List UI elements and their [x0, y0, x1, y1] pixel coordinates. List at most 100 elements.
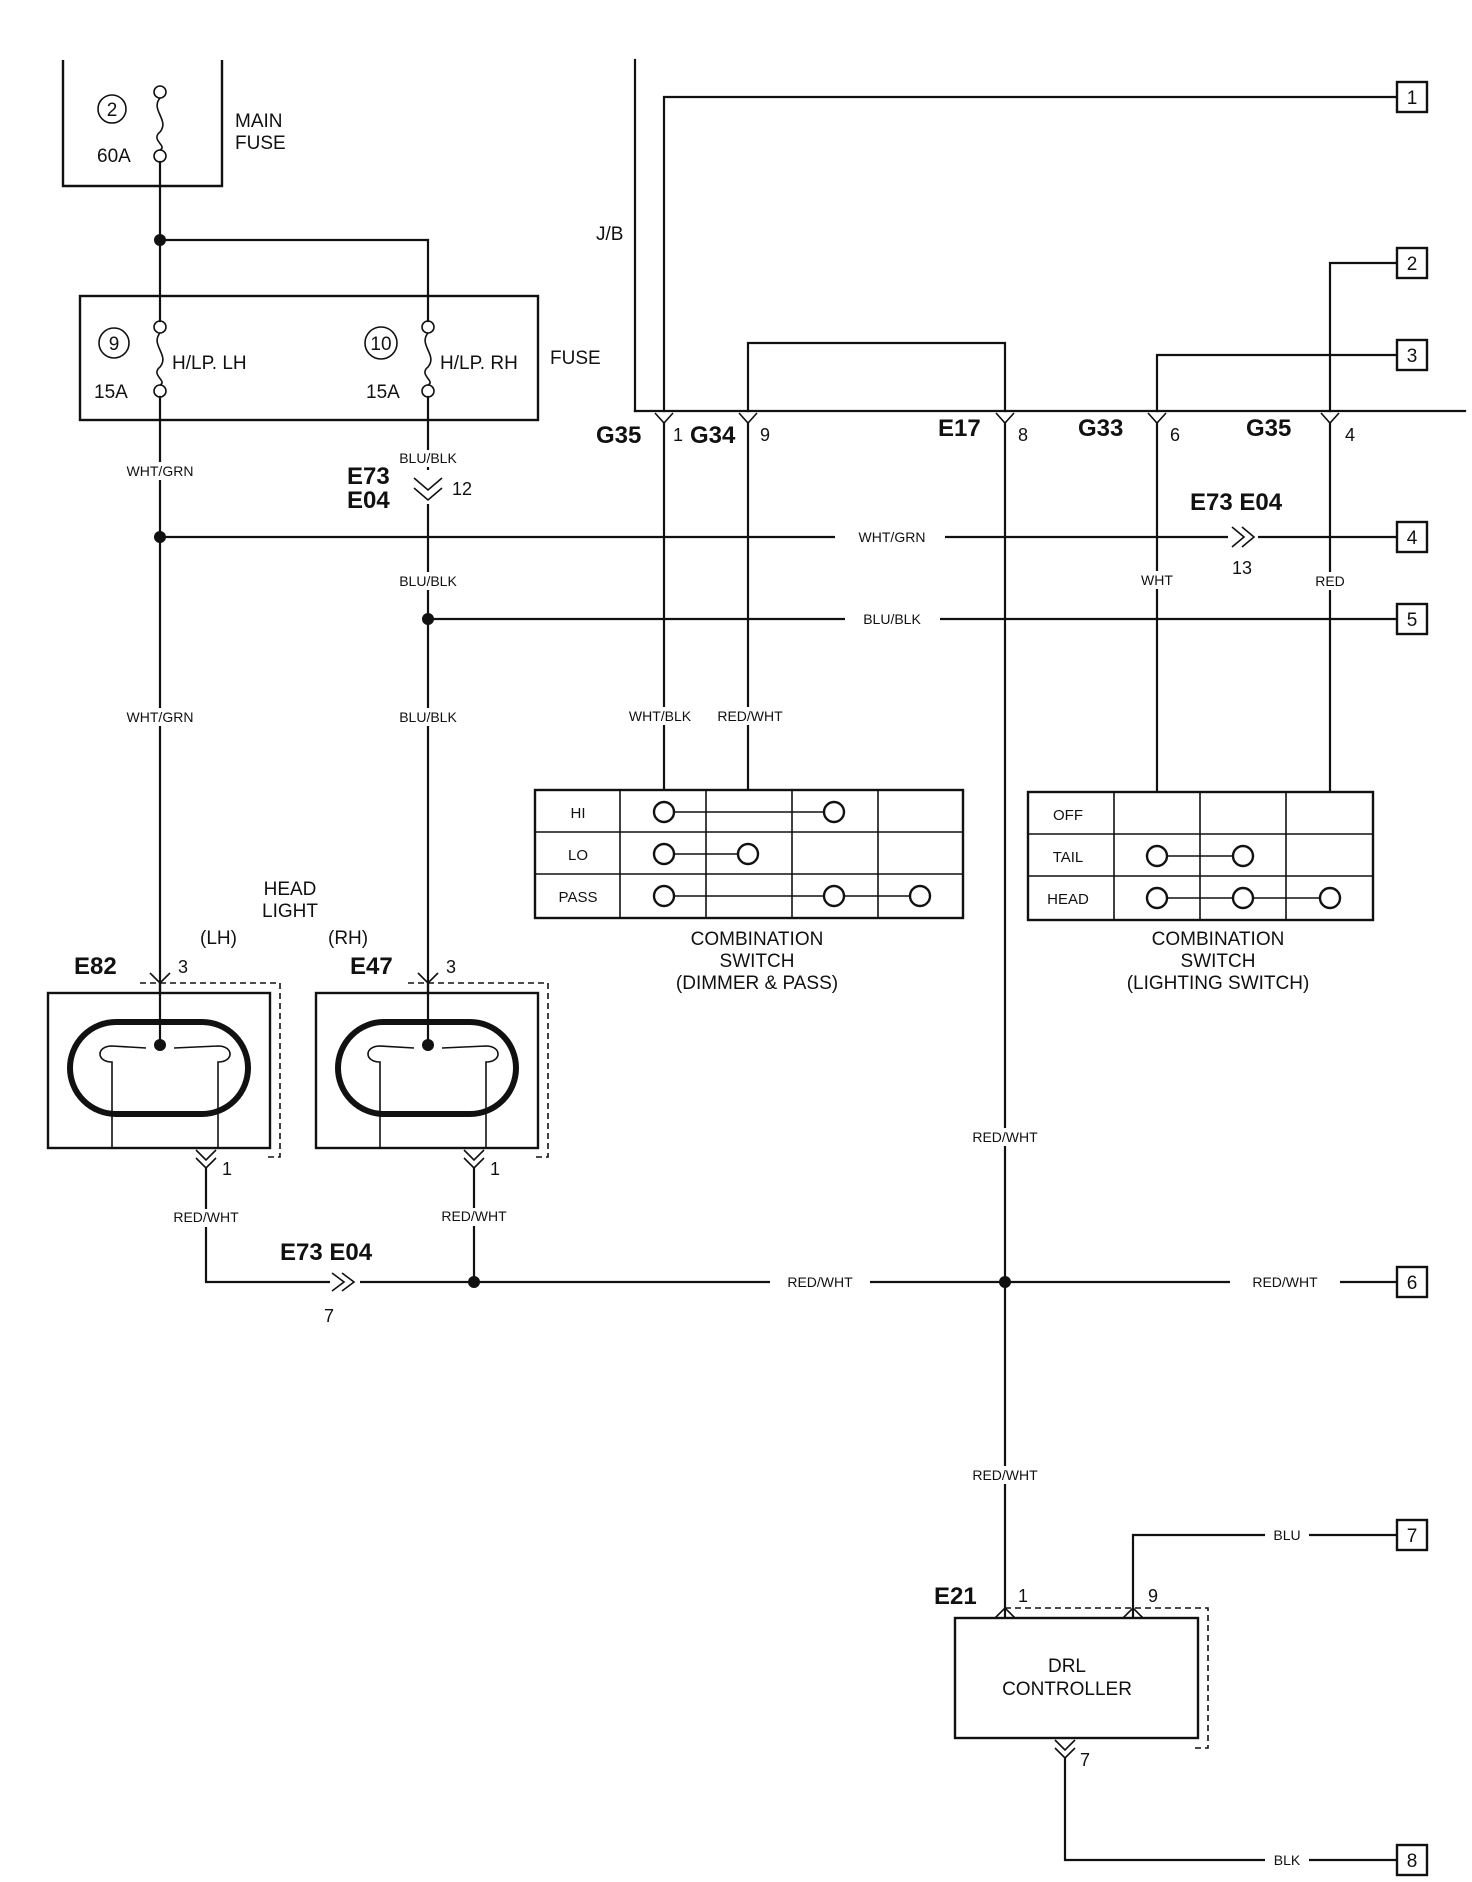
dimmer-pass-switch: HI LO PASS COMBINATION SWITCH (DIMMER & …	[533, 788, 965, 994]
head-light-label-2: LIGHT	[262, 901, 318, 922]
wire-label-wht-grn-3: WHT/GRN	[859, 529, 926, 545]
terminal-4: 4	[1395, 520, 1429, 554]
terminal-3: 3	[1395, 338, 1429, 372]
wire-label-blu-blk-3: BLU/BLK	[399, 709, 457, 725]
head-light-rh-pin-top: 3	[446, 957, 456, 977]
drl-controller: E21 1 9 DRL CONTROLLER 7	[934, 1583, 1209, 1770]
drl-pin-9: 9	[1148, 1586, 1158, 1606]
drl-pin-7: 7	[1080, 1750, 1090, 1770]
jb-connector-markers	[654, 412, 1340, 425]
terminal-5-label: 5	[1407, 610, 1418, 631]
junction-b-name: E73 E04	[1190, 489, 1283, 516]
jb-conn-4-pin: 6	[1170, 425, 1180, 445]
fuse-box-label: FUSE	[550, 348, 601, 369]
terminal-6: 6	[1395, 1265, 1429, 1299]
terminal-3-label: 3	[1407, 346, 1418, 367]
wire-label-wht-blk: WHT/BLK	[629, 708, 692, 724]
wire-label-red-wht-e17: RED/WHT	[972, 1129, 1038, 1145]
head-light-rh-side: (RH)	[328, 928, 368, 949]
main-fuse-rating: 60A	[97, 146, 131, 167]
wire-label-red-wht-lh: RED/WHT	[173, 1209, 239, 1225]
wire-label-wht: WHT	[1141, 572, 1173, 588]
head-light-lh-side: (LH)	[200, 928, 237, 949]
junction-c-name: E73 E04	[280, 1239, 373, 1266]
terminal-1: 1	[1395, 80, 1429, 114]
jb-label: J/B	[596, 224, 623, 245]
junction-a-name-1: E73	[347, 463, 390, 490]
fuse-10-rating: 15A	[366, 382, 400, 403]
wire-label-red-wht-drl: RED/WHT	[972, 1467, 1038, 1483]
main-fuse-label-1: MAIN	[235, 111, 283, 132]
lighting-row-off: OFF	[1053, 807, 1083, 824]
wire-label-wht-grn-2: WHT/GRN	[127, 709, 194, 725]
junction-a-name-2: E04	[347, 487, 390, 514]
terminal-8-label: 8	[1407, 1851, 1418, 1872]
junction-b-pin: 13	[1232, 558, 1252, 578]
terminal-1-label: 1	[1407, 88, 1418, 109]
terminal-8: 8	[1395, 1843, 1429, 1877]
main-fuse: 2 60A MAIN FUSE	[61, 60, 286, 188]
wire-label-blk: BLK	[1274, 1852, 1301, 1868]
connector-e73-e04-pin12	[413, 477, 443, 502]
lighting-switch: OFF TAIL HEAD COMBINATION SWITCH (LIGHTI…	[1026, 790, 1375, 994]
wire-label-blu-blk-1: BLU/BLK	[399, 450, 457, 466]
wire-label-blu-blk-2: BLU/BLK	[399, 573, 457, 589]
fuse-9-rating: 15A	[94, 382, 128, 403]
terminal-2: 2	[1395, 246, 1429, 280]
drl-connector: E21	[934, 1583, 977, 1610]
main-fuse-number: 2	[107, 100, 118, 121]
dimmer-row-pass: PASS	[559, 889, 598, 906]
jb-conn-1-pin: 1	[673, 425, 683, 445]
drl-label-2: CONTROLLER	[1002, 1679, 1132, 1700]
wire-label-red-wht-6: RED/WHT	[1252, 1274, 1318, 1290]
dimmer-title-1: COMBINATION	[691, 929, 824, 950]
head-light-lh-pin-top: 3	[178, 957, 188, 977]
wire-label-red-wht-bus: RED/WHT	[787, 1274, 853, 1290]
wire-label-wht-grn-1: WHT/GRN	[127, 463, 194, 479]
lighting-row-tail: TAIL	[1053, 849, 1084, 866]
jb-conn-5-name: G35	[1246, 415, 1291, 442]
terminal-7-label: 7	[1407, 1526, 1418, 1547]
fuse-10-number: 10	[370, 334, 391, 355]
head-light-lh: E82 3 1	[46, 953, 281, 1179]
lighting-title-3: (LIGHTING SWITCH)	[1127, 973, 1310, 994]
dimmer-title-3: (DIMMER & PASS)	[676, 973, 838, 994]
jb-conn-3-name: E17	[938, 415, 981, 442]
head-light-rh: E47 3 1	[314, 953, 549, 1179]
jb-conn-1-name: G35	[596, 422, 641, 449]
terminal-4-label: 4	[1407, 528, 1418, 549]
fuse-number-circle	[97, 94, 127, 124]
lighting-row-head: HEAD	[1047, 891, 1089, 908]
head-light-label-1: HEAD	[264, 879, 317, 900]
wire-label-red: RED	[1315, 573, 1345, 589]
fuse-10-name: H/LP. RH	[440, 353, 518, 374]
connector-e73-e04-pin7	[331, 1272, 356, 1292]
fuse-9-name: H/LP. LH	[172, 353, 247, 374]
wire-label-blu: BLU	[1273, 1527, 1300, 1543]
wire-label-red-wht-sw: RED/WHT	[717, 708, 783, 724]
terminal-2-label: 2	[1407, 254, 1418, 275]
terminal-5: 5	[1395, 602, 1429, 636]
terminal-7: 7	[1395, 1518, 1429, 1552]
head-light-lh-connector: E82	[74, 953, 117, 980]
fuse-box: FUSE 9 H/LP. LH 15A 10 H/LP. RH 15A	[78, 294, 601, 422]
jb-conn-3-pin: 8	[1018, 425, 1028, 445]
lighting-title-2: SWITCH	[1181, 951, 1256, 972]
wire-label-blu-blk-4: BLU/BLK	[863, 611, 921, 627]
jb-conn-2-name: G34	[690, 422, 736, 449]
head-light-rh-connector: E47	[350, 953, 393, 980]
junction-c-pin: 7	[324, 1306, 334, 1326]
jb-conn-4-name: G33	[1078, 415, 1123, 442]
dimmer-row-hi: HI	[571, 805, 586, 822]
terminal-6-label: 6	[1407, 1273, 1418, 1294]
head-light-lh-pin-bottom: 1	[222, 1159, 232, 1179]
wire-label-red-wht-rh: RED/WHT	[441, 1208, 507, 1224]
jb-conn-2-pin: 9	[760, 425, 770, 445]
connector-e73-e04-pin13	[1231, 526, 1256, 548]
fuse-9-number: 9	[109, 334, 120, 355]
main-fuse-label-2: FUSE	[235, 133, 286, 154]
drl-label-1: DRL	[1048, 1656, 1086, 1677]
dimmer-row-lo: LO	[568, 847, 588, 864]
junction-a-pin: 12	[452, 479, 472, 499]
